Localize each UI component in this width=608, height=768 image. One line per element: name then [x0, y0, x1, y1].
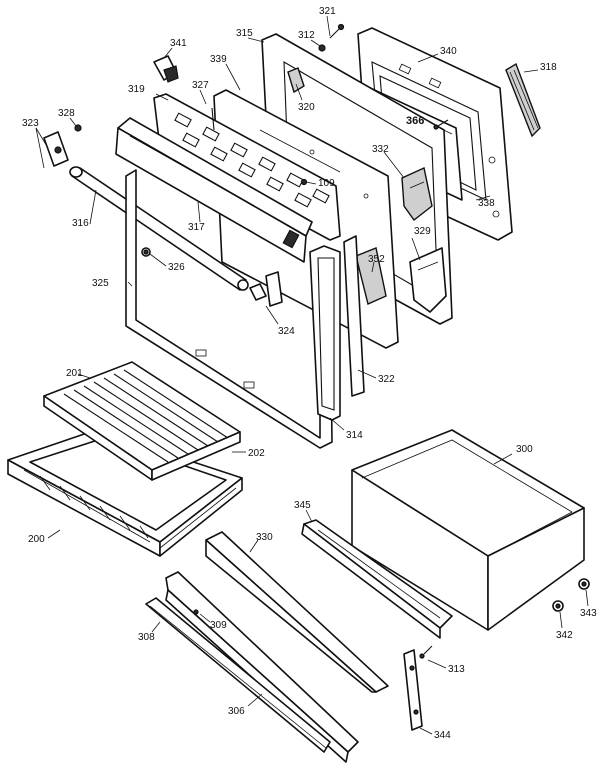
part-328-screw[interactable] [74, 124, 82, 132]
part-312-washer[interactable] [318, 44, 326, 52]
part-313-screw[interactable] [419, 645, 433, 659]
part-332-hinge-bracket[interactable] [401, 167, 433, 222]
callout-328: 328 [58, 108, 75, 119]
part-322-inner-glass[interactable] [343, 235, 365, 397]
callout-324: 324 [278, 326, 295, 337]
part-321-screw[interactable] [329, 23, 345, 39]
part-300-storage-drawer[interactable] [351, 429, 585, 631]
callout-339: 339 [210, 54, 227, 65]
part-352-liner-panel[interactable] [355, 247, 387, 305]
part-318-handle-trim[interactable] [505, 62, 541, 138]
part-366-screw[interactable] [433, 119, 449, 130]
callout-315: 315 [236, 28, 253, 39]
callout-340: 340 [440, 46, 457, 57]
part-330-drawer-panel[interactable] [205, 531, 389, 693]
part-326-fastener[interactable] [141, 247, 151, 257]
part-109-screw[interactable] [300, 178, 308, 186]
callout-306: 306 [228, 706, 245, 717]
callout-322: 322 [378, 374, 395, 385]
part-320-spring[interactable] [287, 67, 305, 94]
callout-332: 332 [372, 144, 389, 155]
callout-330: 330 [256, 532, 273, 543]
callout-309: 309 [210, 620, 227, 631]
callout-316: 316 [72, 218, 89, 229]
callout-352: 352 [368, 254, 385, 265]
callout-314: 314 [346, 430, 363, 441]
callout-318: 318 [540, 62, 557, 73]
part-342-nut[interactable] [552, 600, 564, 612]
callout-343: 343 [580, 608, 597, 619]
callout-317: 317 [188, 222, 205, 233]
callout-300: 300 [516, 444, 533, 455]
part-324-clips[interactable] [249, 271, 283, 307]
callout-202: 202 [248, 448, 265, 459]
callout-327: 327 [192, 80, 209, 91]
part-343-nut[interactable] [578, 578, 590, 590]
callout-366: 366 [406, 115, 424, 127]
callout-323: 323 [22, 118, 39, 129]
callout-312: 312 [298, 30, 315, 41]
callout-313: 313 [448, 664, 465, 675]
callout-341: 341 [170, 38, 187, 49]
callout-201: 201 [66, 368, 83, 379]
callout-342: 342 [556, 630, 573, 641]
part-314-door-frame-strip[interactable] [309, 245, 341, 421]
callout-320: 320 [298, 102, 315, 113]
callout-326: 326 [168, 262, 185, 273]
callout-319: 319 [128, 84, 145, 95]
part-345-drawer-rail[interactable] [301, 519, 453, 639]
callout-labels: 321 312 315 341 339 340 318 319 327 320 … [22, 6, 597, 741]
part-308-drawer-handle[interactable] [145, 597, 331, 753]
part-327-clip[interactable] [211, 107, 215, 131]
part-317-top-trim[interactable] [115, 117, 313, 263]
callout-308: 308 [138, 632, 155, 643]
part-329-hinge[interactable] [409, 247, 447, 313]
callout-338: 338 [478, 198, 495, 209]
part-341-bracket[interactable] [153, 55, 179, 83]
callout-345: 345 [294, 500, 311, 511]
part-202-broil-pan-bottom[interactable] [29, 437, 227, 531]
callout-321: 321 [319, 6, 336, 17]
part-201-broil-pan-grid[interactable] [43, 361, 241, 481]
part-323-clip[interactable] [43, 131, 69, 167]
leader-lines [35, 15, 589, 735]
callout-200: 200 [28, 534, 45, 545]
callout-109: 109 [318, 178, 335, 189]
callout-344: 344 [434, 730, 451, 741]
part-344-bracket[interactable] [403, 649, 423, 731]
callout-329: 329 [414, 226, 431, 237]
part-316-rod[interactable] [69, 166, 249, 291]
callout-325: 325 [92, 278, 109, 289]
part-309-screw[interactable] [193, 609, 199, 615]
